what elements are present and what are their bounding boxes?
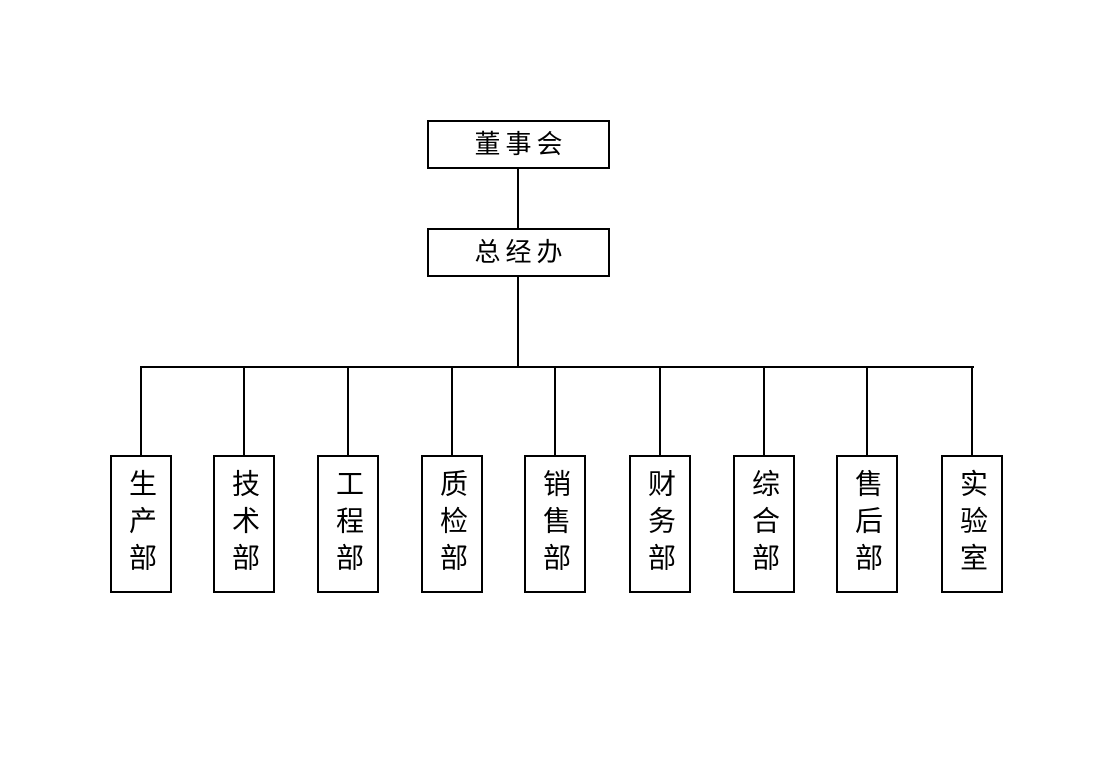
org-node-gm-office: 总经办 [427, 228, 610, 277]
org-node-dept-sales: 销售部 [524, 455, 586, 593]
org-node-dept-quality: 质检部 [421, 455, 483, 593]
org-node-dept-engineering: 工程部 [317, 455, 379, 593]
connector-rail [140, 366, 974, 368]
connector-drop-7 [763, 366, 765, 457]
connector-drop-6 [659, 366, 661, 457]
connector-drop-4 [451, 366, 453, 457]
org-node-laboratory: 实验室 [941, 455, 1003, 593]
connector-drop-1 [140, 366, 142, 457]
connector-drop-8 [866, 366, 868, 457]
org-node-dept-technology: 技术部 [213, 455, 275, 593]
connector-gm-to-rail [517, 277, 519, 368]
connector-drop-9 [971, 366, 973, 457]
connector-board-to-gm [517, 169, 519, 228]
org-node-dept-after-sales: 售后部 [836, 455, 898, 593]
connector-drop-2 [243, 366, 245, 457]
org-node-dept-general-affairs: 综合部 [733, 455, 795, 593]
connector-drop-3 [347, 366, 349, 457]
org-node-board: 董事会 [427, 120, 610, 169]
org-node-dept-finance: 财务部 [629, 455, 691, 593]
connector-drop-5 [554, 366, 556, 457]
org-node-dept-production: 生产部 [110, 455, 172, 593]
